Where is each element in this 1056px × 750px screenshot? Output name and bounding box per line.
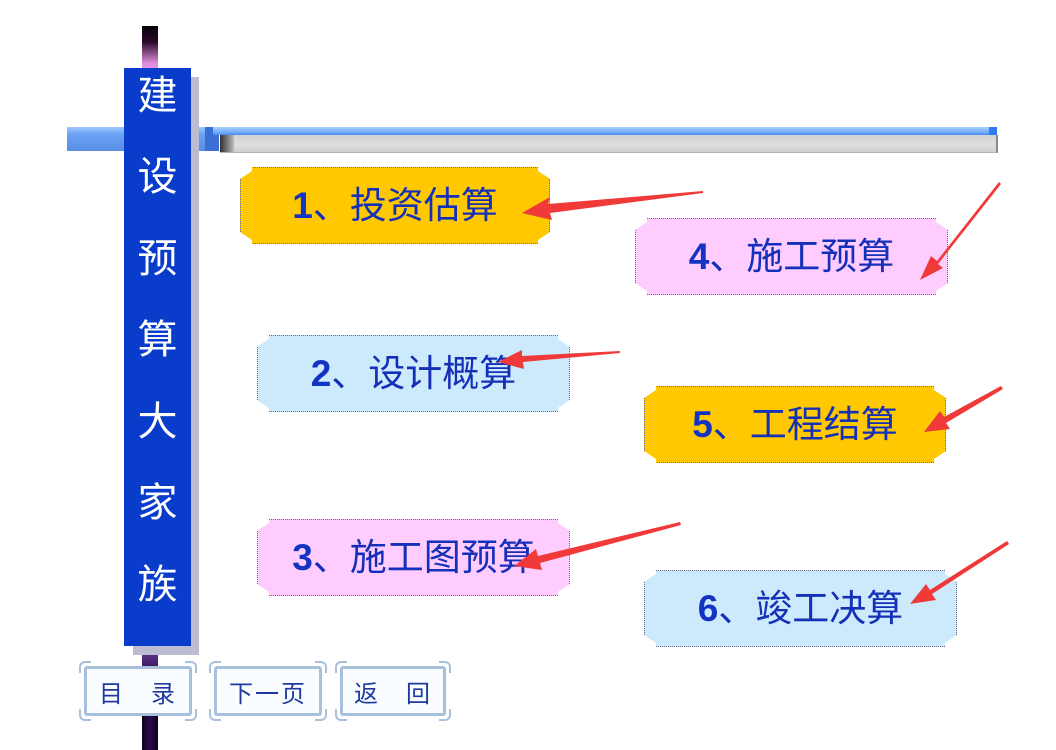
item-number: 6 xyxy=(697,587,719,629)
scroll-corner-icon xyxy=(79,709,91,721)
scroll-corner-icon xyxy=(185,661,197,673)
red-arrow-icon xyxy=(920,182,1001,280)
scroll-corner-icon xyxy=(335,661,347,673)
item-number: 4 xyxy=(688,235,710,277)
scroll-corner-icon xyxy=(209,709,221,721)
item-design-estimate[interactable]: 2、设计概算 xyxy=(257,335,570,412)
scroll-corner-icon xyxy=(185,709,197,721)
item-number: 2 xyxy=(310,352,332,394)
title-char: 建 xyxy=(137,73,178,119)
scroll-corner-icon xyxy=(315,709,327,721)
red-arrow-icon xyxy=(910,541,1009,604)
red-arrow-icon xyxy=(522,191,703,220)
item-text: 、设计概算 xyxy=(331,351,517,395)
item-text: 、工程结算 xyxy=(712,402,898,446)
red-arrow-icon xyxy=(498,350,620,369)
item-construction-budget[interactable]: 4、施工预算 xyxy=(635,218,948,295)
button-label: 目 录 xyxy=(99,679,177,708)
button-label: 返 回 xyxy=(354,679,432,708)
scroll-corner-icon xyxy=(79,661,91,673)
item-final-accounts[interactable]: 6、竣工决算 xyxy=(644,570,957,647)
scroll-corner-icon xyxy=(439,709,451,721)
title-char: 家 xyxy=(137,480,178,527)
scroll-corner-icon xyxy=(315,661,327,673)
back-button[interactable]: 返 回 xyxy=(335,661,451,721)
item-construction-drawing-budget[interactable]: 3、施工图预算 xyxy=(257,519,570,596)
item-text: 、竣工决算 xyxy=(718,586,904,630)
pole-top-decoration xyxy=(142,26,158,72)
title-char: 大 xyxy=(137,398,178,445)
horizontal-bar-cap xyxy=(989,127,997,135)
horizontal-bar-top xyxy=(213,127,996,135)
horizontal-bar-underside xyxy=(220,135,998,153)
item-text: 、投资估算 xyxy=(312,183,498,227)
red-arrow-icon xyxy=(514,522,681,570)
item-investment-estimate[interactable]: 1、投资估算 xyxy=(240,167,550,244)
title-char: 预 xyxy=(137,235,178,282)
item-project-settlement[interactable]: 5、工程结算 xyxy=(644,386,946,463)
scroll-corner-icon xyxy=(209,661,221,673)
item-number: 1 xyxy=(292,184,313,226)
next-page-button[interactable]: 下一页 xyxy=(209,661,327,721)
title-char: 设 xyxy=(137,154,178,201)
title-char: 算 xyxy=(137,317,178,364)
item-number: 3 xyxy=(292,536,313,578)
item-text: 、施工图预算 xyxy=(312,535,535,579)
red-arrow-icon xyxy=(924,386,1003,432)
title-char: 族 xyxy=(137,561,178,608)
vertical-title: 建 设 预 算 大 家 族 xyxy=(124,68,191,646)
scroll-corner-icon xyxy=(335,709,347,721)
table-of-contents-button[interactable]: 目 录 xyxy=(79,661,197,721)
button-label: 下一页 xyxy=(229,679,307,708)
item-text: 、施工预算 xyxy=(709,234,895,278)
scroll-corner-icon xyxy=(439,661,451,673)
item-number: 5 xyxy=(692,403,713,445)
